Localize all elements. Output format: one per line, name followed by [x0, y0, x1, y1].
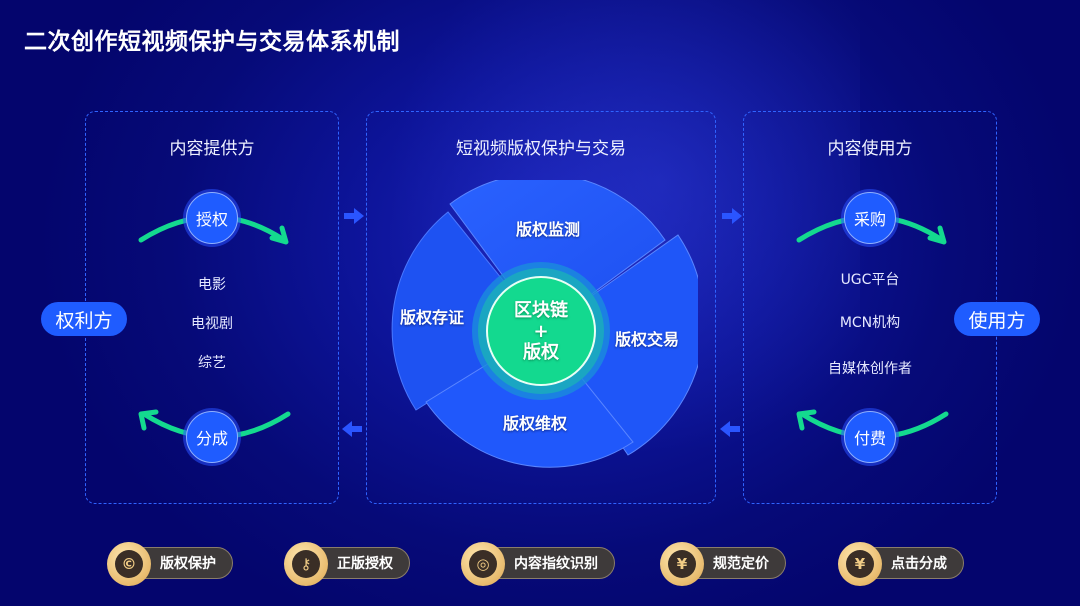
key-shield-icon: ⚷ [284, 542, 328, 586]
panel-title: 短视频版权保护与交易 [456, 139, 626, 159]
segment-label-enforcement[interactable]: 版权维权 [503, 414, 568, 433]
panel-title: 内容使用方 [827, 139, 913, 159]
badge-label: 内容指纹识别 [483, 547, 615, 579]
core-line-2: + [533, 320, 549, 342]
segment-trading [542, 234, 698, 456]
arrow-right-icon [722, 208, 742, 224]
yen-icon: ¥ [660, 542, 704, 586]
list-item-ugc-platform: UGC平台 [840, 272, 900, 288]
content-provider-panel: 内容提供方 授权 电影 电视剧 综艺 分成 [85, 111, 339, 504]
list-item-tv-series: 电视剧 [191, 316, 233, 332]
copyright-shield-icon: © [107, 542, 151, 586]
hand-coin-icon: ¥ [838, 542, 882, 586]
copyright-wheel [391, 180, 698, 468]
segment-label-evidence[interactable]: 版权存证 [400, 308, 465, 327]
list-item-variety: 综艺 [198, 355, 226, 371]
list-item-movie: 电影 [198, 277, 226, 293]
segment-evidence [391, 211, 544, 411]
fingerprint-icon: ◎ [461, 542, 505, 586]
arrow-right-icon [344, 208, 364, 224]
panel-title: 内容提供方 [169, 139, 255, 159]
arrow-left-icon [720, 421, 740, 437]
segment-label-monitoring[interactable]: 版权监测 [516, 220, 581, 239]
authorize-button[interactable]: 授权 [186, 192, 238, 244]
segment-label-trading[interactable]: 版权交易 [615, 330, 680, 349]
user-side-label: 使用方 [954, 302, 1040, 336]
segment-monitoring [449, 180, 666, 331]
payment-button[interactable]: 付费 [844, 411, 896, 463]
blockchain-copyright-core: 区块链 + 版权 [486, 276, 596, 386]
page-title: 二次创作短视频保护与交易体系机制 [24, 29, 400, 55]
core-line-1: 区块链 [514, 299, 568, 321]
copyright-protection-panel: 短视频版权保护与交易 [366, 111, 716, 504]
purchase-button[interactable]: 采购 [844, 192, 896, 244]
revenue-share-button[interactable]: 分成 [186, 411, 238, 463]
segment-enforcement [425, 329, 634, 468]
list-item-self-media: 自媒体创作者 [828, 361, 912, 377]
rights-holder-label: 权利方 [41, 302, 127, 336]
core-line-3: 版权 [523, 341, 559, 363]
arrow-left-icon [342, 421, 362, 437]
list-item-mcn: MCN机构 [839, 315, 901, 331]
